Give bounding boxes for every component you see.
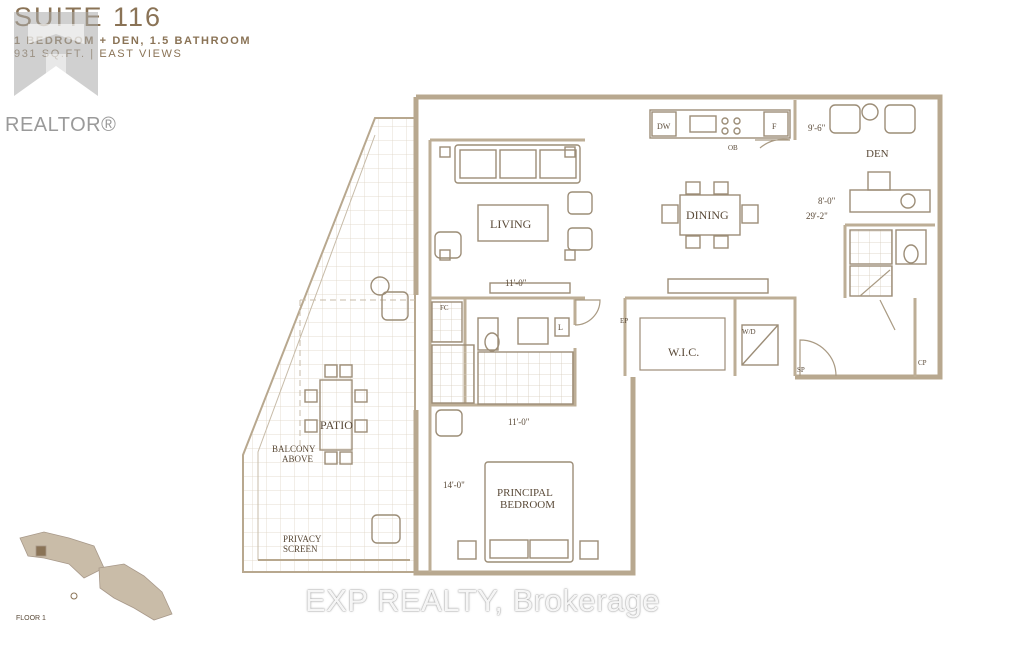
- privacy-label-2: SCREEN: [283, 544, 318, 554]
- den-furniture: [829, 103, 931, 213]
- room-label-den: DEN: [866, 148, 889, 160]
- privacy-label-1: PRIVACY: [283, 534, 322, 544]
- realtor-logo-text: REALTOR®: [5, 114, 117, 136]
- living-furniture: [434, 144, 593, 294]
- fixture-dw: DW: [657, 122, 671, 131]
- dim-bedroom-depth: 14'-0": [443, 480, 465, 490]
- realtor-logo-icon: [14, 12, 98, 96]
- balcony-label-1: BALCONY: [272, 444, 316, 454]
- wic-shelving: [639, 317, 726, 371]
- dim-bath-width: 11'-0": [508, 417, 530, 427]
- room-label-living: LIVING: [490, 217, 532, 231]
- dim-den-width: 9'-6": [808, 123, 826, 133]
- fixture-l: L: [558, 323, 563, 332]
- room-label-dining: DINING: [686, 208, 729, 222]
- fixture-cp: CP: [918, 359, 927, 367]
- fixture-sp: SP: [797, 366, 805, 374]
- room-label-wic: W.I.C.: [668, 345, 699, 359]
- room-label-patio: PATIO: [320, 418, 353, 432]
- key-plan: FLOOR 1: [16, 531, 173, 622]
- balcony-label-2: ABOVE: [282, 454, 314, 464]
- patio-furniture: [304, 276, 409, 544]
- dim-den-depth: 8'-0": [818, 196, 836, 206]
- door-swings: [574, 138, 896, 377]
- dim-living-width: 11'-0": [505, 278, 527, 288]
- patio-area: [242, 117, 416, 573]
- room-label-bedroom-2: BEDROOM: [500, 499, 555, 511]
- brokerage-watermark: EXP REALTY, Brokerage: [305, 583, 661, 618]
- fixture-wd: W/D: [742, 328, 756, 336]
- exterior-walls: [413, 94, 943, 576]
- kitchen-counter: [649, 109, 791, 139]
- fixture-ep: EP: [620, 317, 628, 325]
- fixture-ob: OB: [728, 144, 738, 152]
- fixture-fc: FC: [440, 304, 449, 312]
- key-plan-label: FLOOR 1: [16, 615, 46, 622]
- bedroom-furniture: [435, 409, 599, 563]
- room-label-bedroom-1: PRINCIPAL: [497, 487, 553, 499]
- fixture-f: F: [772, 122, 777, 131]
- dining-table: [661, 181, 769, 294]
- dim-dining-length: 29'-2": [806, 211, 828, 221]
- bathroom-fixtures: [431, 229, 927, 405]
